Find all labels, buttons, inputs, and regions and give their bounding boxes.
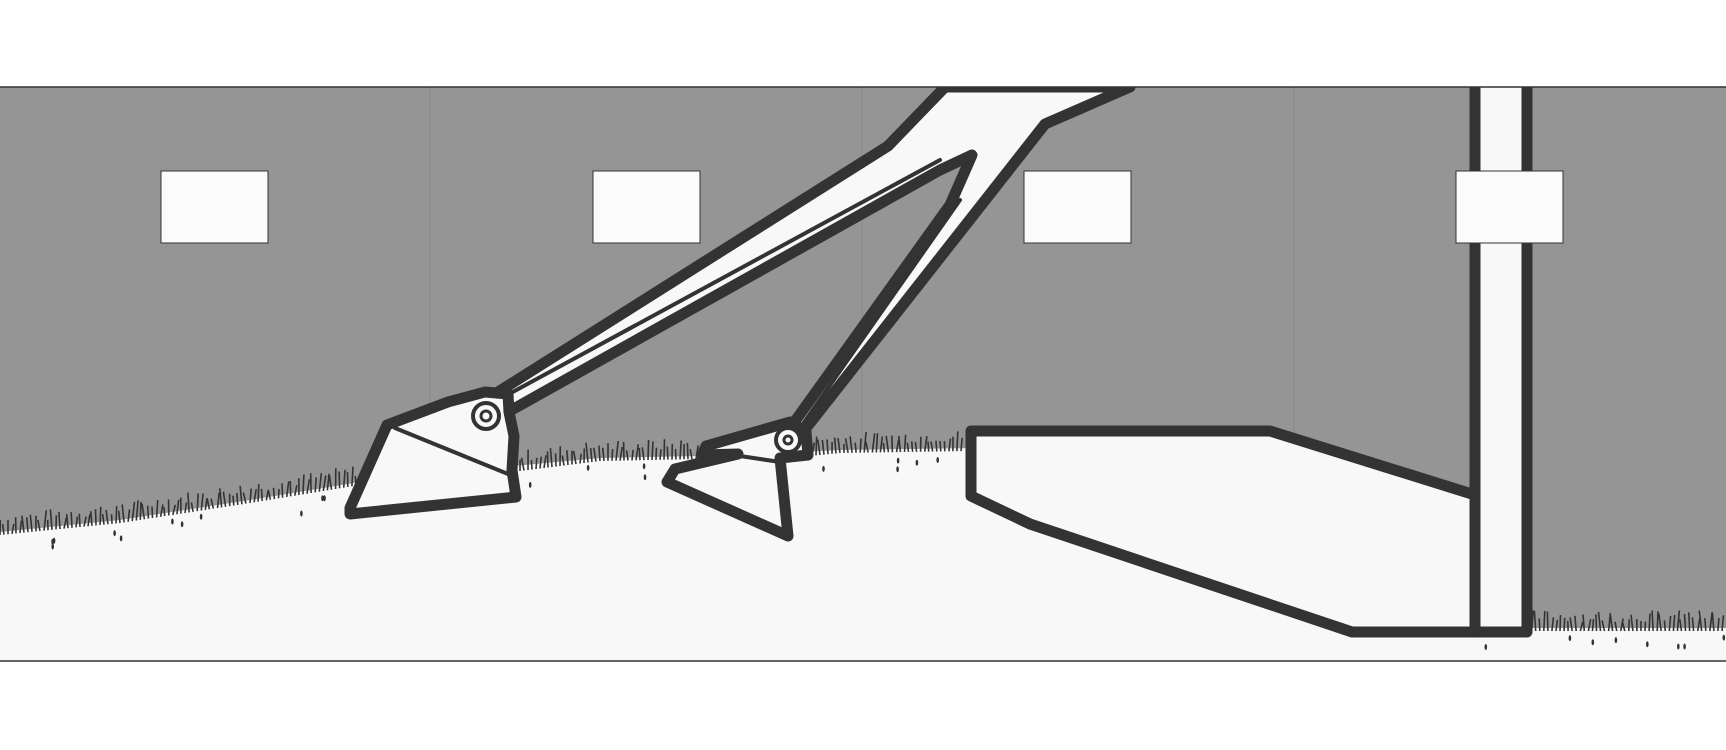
grass-blades (519, 442, 597, 472)
grass-speck (171, 518, 174, 525)
window-4 (1455, 170, 1564, 244)
grass-speck (113, 530, 116, 537)
window-2 (592, 170, 701, 244)
grass-speck (896, 457, 900, 464)
grass-blades (249, 466, 357, 504)
grass-blades (0, 506, 118, 536)
play-area (0, 87, 1726, 661)
grass-speck (199, 513, 203, 520)
ramp-block (965, 425, 1481, 638)
grass-speck (936, 457, 939, 463)
grass-speck (51, 543, 54, 550)
middle-knee-joint (774, 426, 802, 454)
grass-speck (1722, 634, 1726, 641)
middle-foot-strut (738, 454, 782, 464)
left-hip-joint (471, 401, 501, 431)
window-3 (1023, 170, 1132, 244)
vertical-pole (1469, 87, 1533, 638)
grass-speck (1677, 643, 1680, 650)
grass-speck (1646, 641, 1649, 648)
grass-speck (822, 465, 825, 472)
grass-speck (1614, 637, 1618, 644)
grass-speck (528, 481, 532, 488)
left-foot-strut (393, 426, 510, 476)
grass-speck (1683, 643, 1686, 650)
grass-blades (117, 485, 247, 524)
grass-speck (896, 466, 899, 473)
grass-speck (643, 474, 647, 481)
grass-speck (323, 495, 326, 502)
grass-speck (1484, 644, 1488, 650)
grass-speck (915, 459, 919, 466)
walker-leg-linkage (492, 87, 1136, 438)
grass-speck (180, 521, 184, 528)
grass-speck (300, 510, 303, 517)
grass-speck (52, 537, 56, 544)
grass-speck (642, 463, 646, 470)
grass-blades (837, 431, 963, 454)
window-1 (160, 170, 269, 244)
grass-speck (586, 464, 590, 471)
middle-foot (661, 416, 814, 542)
linkage-brace (496, 158, 962, 430)
grass-speck (1568, 635, 1572, 642)
grass-speck (1591, 639, 1595, 646)
grass-speck (321, 495, 324, 502)
grass-blades (598, 439, 699, 462)
grass-speck (119, 535, 123, 542)
